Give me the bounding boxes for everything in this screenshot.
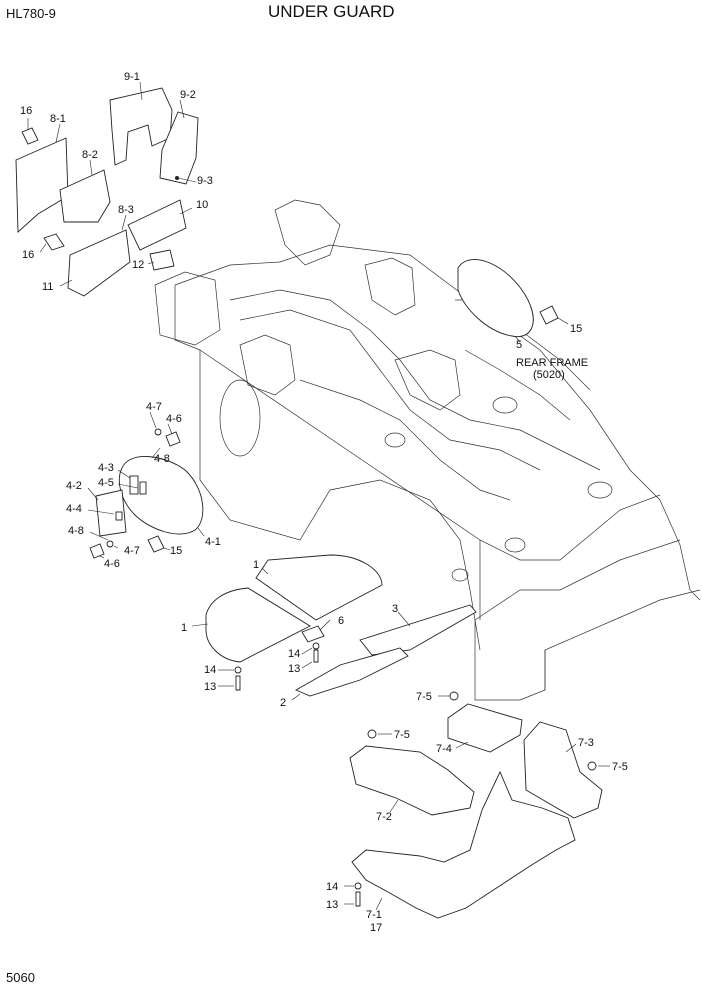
callout-14-left: 14	[204, 664, 216, 676]
part-group-8	[15, 118, 193, 297]
callout-7-5-top: 7-5	[416, 691, 432, 703]
callout-8-1: 8-1	[50, 113, 66, 125]
part-9-1	[109, 87, 173, 166]
part-group-5	[457, 259, 569, 343]
washer-14-left	[234, 666, 242, 674]
bolt-13-bottom	[355, 891, 361, 907]
part-8-1	[15, 137, 69, 233]
callout-7-5-left: 7-5	[394, 729, 410, 741]
page-number: 5060	[6, 970, 35, 985]
bolt-4-6-upper	[165, 431, 181, 447]
part-group-9	[109, 81, 199, 185]
part-7-4	[447, 703, 523, 753]
callout-7-2: 7-2	[376, 811, 392, 823]
part-10	[127, 199, 187, 251]
callout-13-left: 13	[204, 681, 216, 693]
callout-4-4: 4-4	[66, 503, 82, 515]
part-8-2	[59, 169, 111, 223]
bolt-13-left	[235, 675, 241, 691]
part-7-3	[523, 721, 603, 819]
model-number: HL780-9	[6, 6, 56, 21]
callout-15-lower: 15	[170, 545, 182, 557]
callout-9-3: 9-3	[197, 175, 213, 187]
cap-7-5-right	[587, 761, 597, 771]
part-5	[457, 259, 534, 338]
part-6	[301, 625, 325, 643]
rear-frame	[154, 199, 701, 701]
callout-16-upper: 16	[20, 105, 32, 117]
part-9-2	[159, 111, 199, 185]
callout-4-5: 4-5	[98, 477, 114, 489]
part-group-1	[191, 554, 477, 701]
callout-1-lower: 1	[181, 622, 187, 634]
callout-3: 3	[392, 603, 398, 615]
washer-14-bottom	[354, 882, 362, 890]
callout-8-2: 8-2	[82, 149, 98, 161]
callout-4-2: 4-2	[66, 480, 82, 492]
part-4-5	[139, 481, 147, 495]
part-1-upper	[255, 554, 383, 621]
callout-6: 6	[338, 615, 344, 627]
part-4-2	[95, 489, 127, 537]
callout-10: 10	[196, 199, 208, 211]
callout-7-4: 7-4	[436, 743, 452, 755]
callout-4-8-lower: 4-8	[68, 525, 84, 537]
bolt-15-upper	[539, 305, 559, 325]
callout-8-3: 8-3	[118, 204, 134, 216]
callout-7-1: 7-1	[366, 909, 382, 921]
part-12	[149, 249, 175, 271]
callout-2: 2	[280, 697, 286, 709]
callout-4-1: 4-1	[205, 536, 221, 548]
part-1-lower	[205, 587, 311, 663]
callout-7-3: 7-3	[578, 737, 594, 749]
frame-note-line1: REAR FRAME	[516, 357, 588, 369]
part-group-4	[87, 411, 205, 559]
part-7-1	[351, 770, 576, 919]
callout-12: 12	[132, 259, 144, 271]
callout-7-5-right: 7-5	[612, 761, 628, 773]
washer-4-7-lower	[106, 540, 114, 548]
part-3	[359, 604, 477, 656]
cap-7-5-left	[367, 729, 377, 739]
part-11	[67, 229, 131, 297]
callout-4-8-upper: 4-8	[154, 453, 170, 465]
callout-4-7-upper: 4-7	[146, 401, 162, 413]
part-4-3	[129, 475, 139, 495]
cap-7-5-top	[449, 691, 459, 701]
callout-9-1: 9-1	[124, 71, 140, 83]
bolt-16-upper	[21, 127, 39, 145]
bolt-4-6-lower	[89, 543, 105, 559]
part-group-7	[344, 691, 610, 919]
callout-5: 5	[516, 339, 522, 351]
callout-11: 11	[42, 281, 53, 293]
washer-4-7-upper	[154, 428, 162, 436]
part-7-2	[349, 745, 475, 816]
callout-4-3: 4-3	[98, 462, 114, 474]
callout-13-mid: 13	[288, 663, 300, 675]
part-4-4	[115, 511, 123, 521]
part-2	[294, 647, 409, 697]
callout-4-6-lower: 4-6	[104, 558, 120, 570]
callout-16-lower: 16	[22, 249, 34, 261]
bolt-15-lower	[147, 535, 165, 553]
callout-15-upper: 15	[570, 323, 582, 335]
callout-9-2: 9-2	[180, 89, 196, 101]
frame-note-line2: (5020)	[533, 369, 565, 381]
bolt-13-mid	[313, 649, 319, 663]
bolt-16-lower	[43, 233, 65, 251]
callout-14-bottom: 14	[326, 881, 338, 893]
callout-4-7-lower: 4-7	[124, 545, 140, 557]
washer-14-mid	[312, 642, 320, 650]
callout-17: 17	[370, 922, 382, 934]
callout-1-upper: 1	[253, 559, 259, 571]
page-title: UNDER GUARD	[268, 2, 395, 21]
callout-14-mid: 14	[288, 648, 300, 660]
callout-13-bottom: 13	[326, 899, 338, 911]
part-4-1	[118, 456, 204, 535]
callout-4-6-upper: 4-6	[166, 413, 182, 425]
